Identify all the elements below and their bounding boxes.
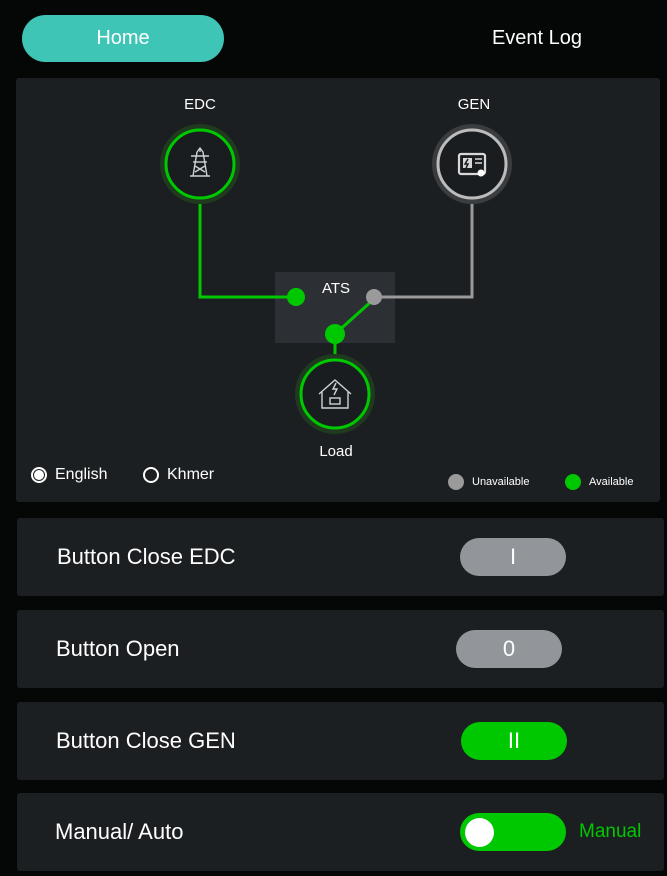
tab-event-log[interactable]: Event Log	[491, 27, 583, 49]
language-option-english[interactable]: English	[31, 466, 107, 484]
legend-available-label: Available	[589, 476, 634, 488]
mode-label: Manual/ Auto	[55, 819, 184, 844]
language-option-khmer[interactable]: Khmer	[143, 466, 214, 484]
manual-auto-toggle[interactable]	[460, 813, 566, 851]
gen-node	[432, 124, 512, 204]
legend-unavailable-label: Unavailable	[472, 476, 530, 488]
gen-label: GEN	[457, 96, 491, 113]
legend-green-dot	[565, 474, 581, 490]
load-node	[295, 354, 375, 434]
mode-panel: Manual/ Auto Manual	[17, 793, 664, 871]
radio-english[interactable]	[31, 467, 47, 483]
generator-icon	[457, 152, 487, 177]
language-label-english: English	[55, 466, 108, 483]
mode-value-text: Manual	[579, 821, 642, 842]
edc-node	[160, 124, 240, 204]
diagram-lines	[160, 124, 512, 434]
close-gen-label: Button Close GEN	[56, 728, 236, 753]
close-gen-panel: Button Close GEN II	[17, 702, 664, 780]
power-tower-icon	[190, 146, 210, 177]
load-label: Load	[319, 443, 353, 460]
ats-diagram-panel: EDC GEN ATS Load English Khmer Unavailab…	[16, 78, 660, 502]
ats-label: ATS	[321, 280, 351, 297]
house-icon	[318, 379, 352, 409]
legend-available: Available	[565, 474, 633, 490]
gen-connection-line	[374, 200, 474, 299]
close-edc-label: Button Close EDC	[57, 544, 236, 569]
open-panel: Button Open 0	[17, 610, 664, 688]
tab-home[interactable]: Home	[22, 15, 224, 62]
legend-unavailable: Unavailable	[448, 474, 529, 490]
legend-gray-dot	[448, 474, 464, 490]
radio-khmer[interactable]	[143, 467, 159, 483]
open-button[interactable]: 0	[456, 630, 562, 668]
ats-gen-contact	[366, 289, 382, 305]
ats-edc-contact	[287, 288, 305, 306]
open-label: Button Open	[56, 636, 180, 661]
edc-label: EDC	[184, 96, 216, 113]
language-label-khmer: Khmer	[167, 466, 215, 483]
edc-connection-line	[198, 200, 296, 299]
ats-common-contact	[325, 324, 345, 344]
close-gen-button[interactable]: II	[461, 722, 567, 760]
toggle-knob[interactable]	[465, 818, 494, 847]
close-edc-button[interactable]: I	[460, 538, 566, 576]
close-edc-panel: Button Close EDC I	[17, 518, 664, 596]
